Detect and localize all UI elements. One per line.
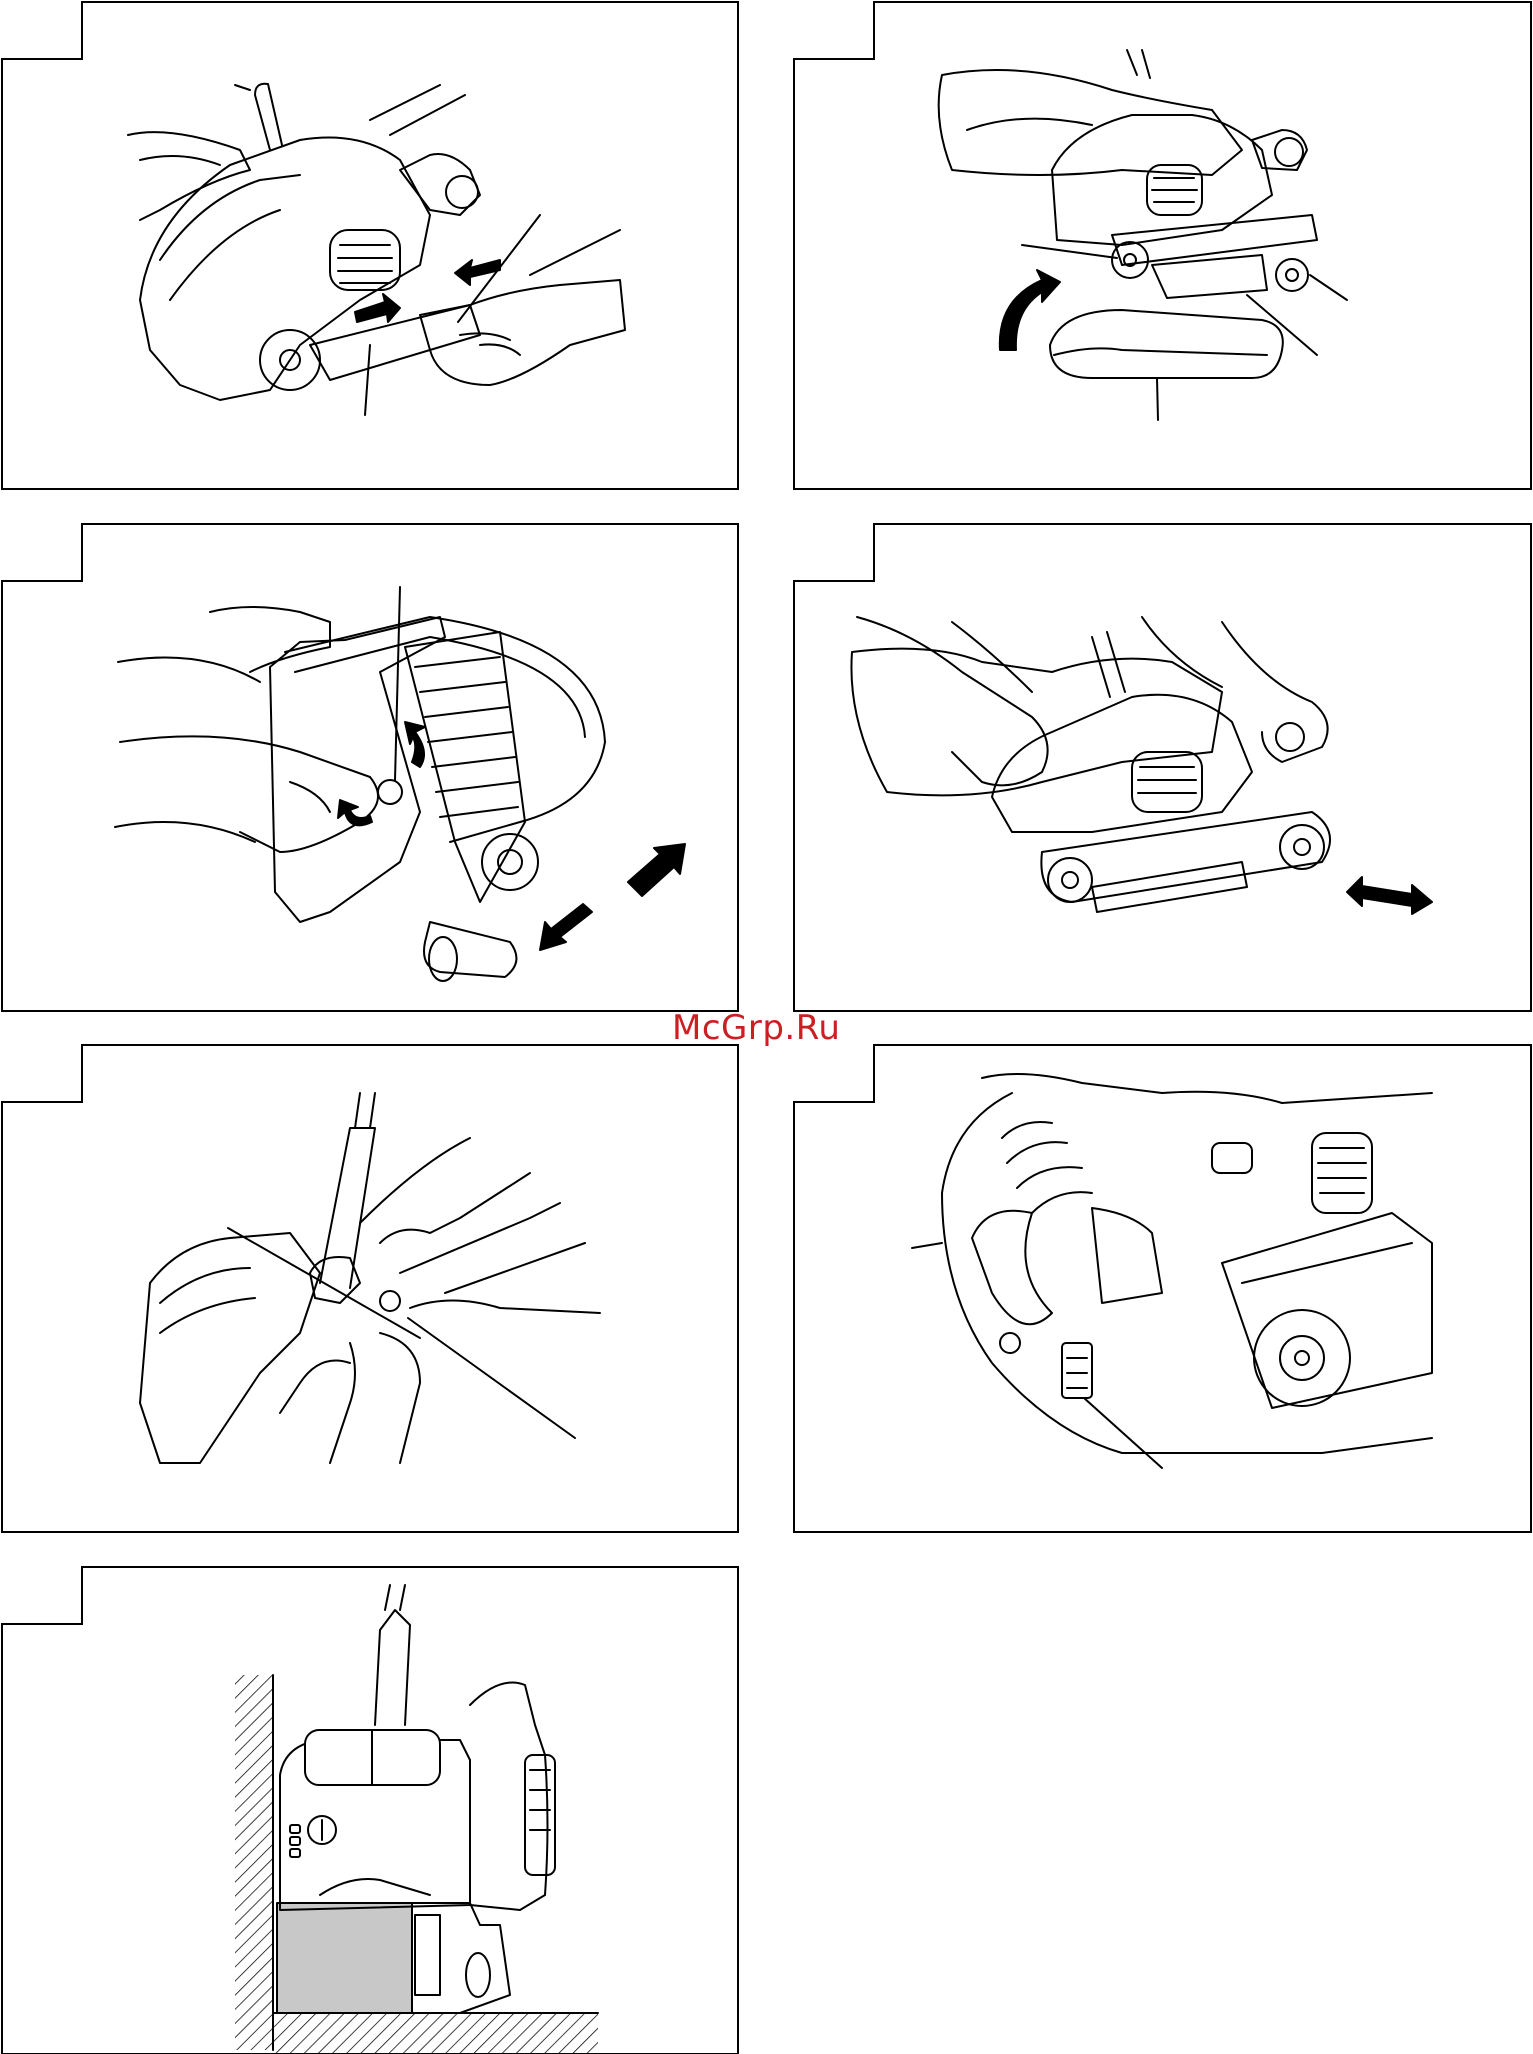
belt-sander-belt-install-illustration [792, 0, 1533, 492]
figure-5-panel [0, 1043, 740, 1535]
figure-7-panel [0, 1565, 740, 2054]
switch-lock-illustration [0, 1043, 740, 1535]
belt-tracking-adjustment-illustration [0, 522, 740, 1014]
figure-3-panel [0, 522, 740, 1014]
figure-2-panel [792, 0, 1533, 492]
speed-dial-illustration [792, 1043, 1533, 1535]
belt-sander-dust-bag-attach-illustration [0, 0, 740, 492]
flush-sanding-against-wall-illustration [0, 1565, 740, 2054]
belt-sander-operation-illustration [792, 522, 1533, 1014]
watermark-text: McGrp.Ru [672, 1008, 840, 1048]
figure-6-panel [792, 1043, 1533, 1535]
figure-1-panel [0, 0, 740, 492]
figure-4-panel [792, 522, 1533, 1014]
